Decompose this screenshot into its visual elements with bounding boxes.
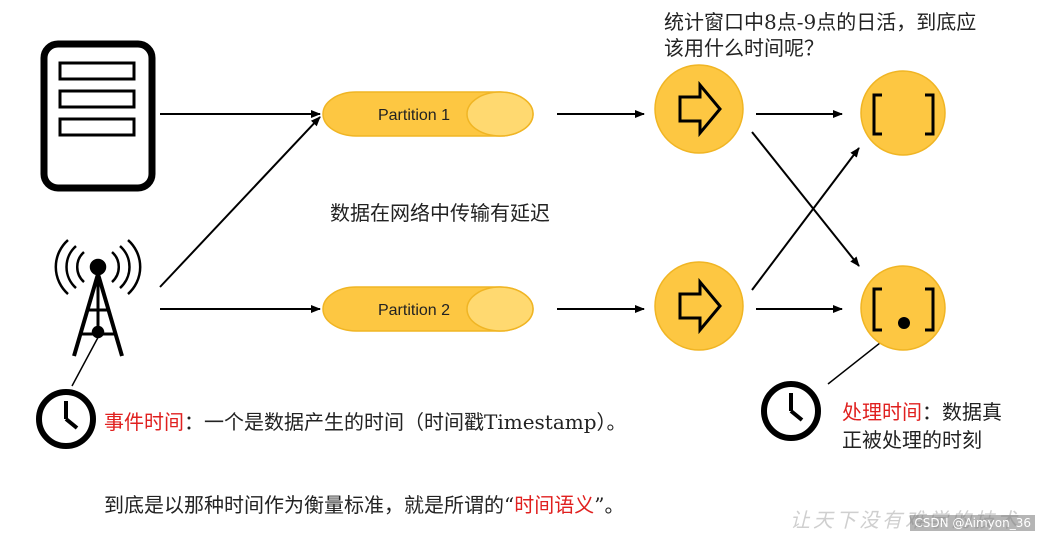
operator-2: [654, 261, 744, 351]
arrow-right-icon: [678, 80, 722, 138]
arrow-right-icon: [678, 277, 722, 335]
window-bracket-icon: [925, 93, 935, 136]
clock-icon: [761, 381, 821, 441]
event-dot: [898, 317, 910, 329]
window-bracket-icon: [872, 93, 882, 136]
server-icon: [40, 40, 156, 192]
summary-caption: 到底是以那种时间作为衡量标准，就是所谓的“时间语义”。: [104, 489, 624, 518]
summary-suffix: ”。: [594, 493, 625, 517]
window-2: [860, 265, 946, 351]
event-time-desc: ：一个是数据产生的时间（时间戳Timestamp）。: [184, 410, 627, 434]
partition-label: Partition 2: [378, 302, 450, 319]
operator-1: [654, 64, 744, 154]
partition-1: Partition 1: [322, 91, 534, 137]
processing-time-desc-2: 正被处理的时刻: [842, 428, 982, 452]
question-line-1: 统计窗口中8点-9点的日活，到底应: [664, 10, 977, 34]
antenna-tower-icon: [54, 239, 142, 357]
partition-2: Partition 2: [322, 286, 534, 332]
watermark: CSDN @Aimyon_36: [910, 515, 1035, 531]
processing-time-caption: 处理时间：数据真: [842, 396, 1002, 425]
partition-label: Partition 1: [378, 107, 450, 124]
window-bracket-icon: [872, 287, 882, 332]
event-time-caption: 事件时间：一个是数据产生的时间（时间戳Timestamp）。: [104, 406, 627, 435]
processing-time-desc-1: ：数据真: [922, 400, 1002, 424]
processing-time-label: 处理时间: [842, 400, 922, 424]
connector-tower-clock: [71, 329, 103, 387]
clock-icon: [36, 389, 96, 449]
summary-highlight: 时间语义: [514, 493, 595, 517]
event-time-label: 事件时间: [104, 410, 184, 434]
question-line-2: 该用什么时间呢？: [664, 36, 824, 60]
window-1: [860, 70, 946, 156]
arrows: [159, 110, 860, 313]
summary-prefix: 到底是以那种时间作为衡量标准，就是所谓的“: [104, 493, 515, 517]
delay-note: 数据在网络中传输有延迟: [330, 201, 550, 225]
window-bracket-icon: [925, 287, 935, 332]
